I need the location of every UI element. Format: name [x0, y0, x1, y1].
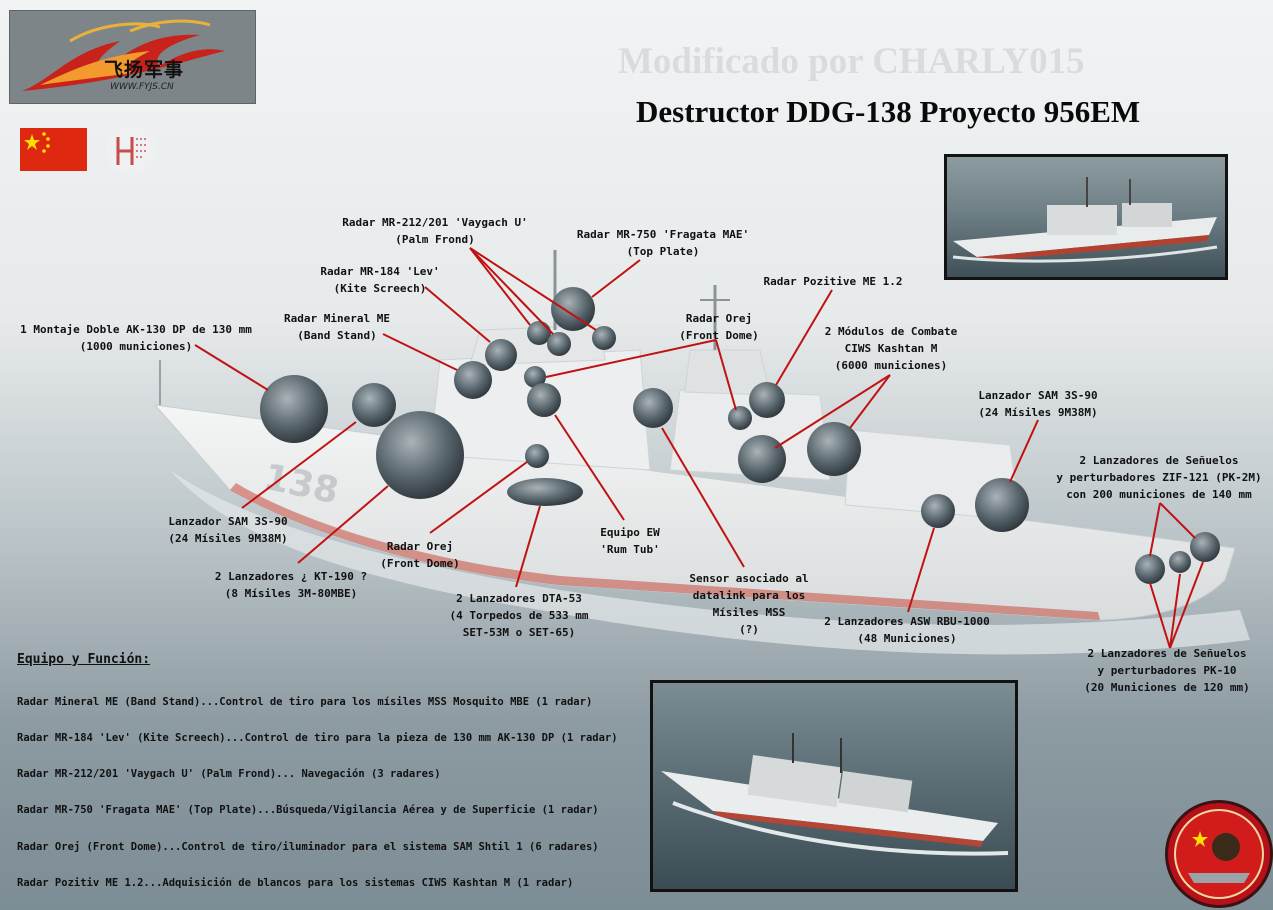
- equipment-item: Radar MR-750 'Fragata MAE' (Top Plate)..…: [17, 804, 599, 816]
- equipment-item: Radar Orej (Front Dome)...Control de tir…: [17, 841, 599, 853]
- detail-circles: [260, 287, 1220, 584]
- callout-ak130: 1 Montaje Doble AK-130 DP de 130 mm(1000…: [20, 323, 252, 353]
- callout-kt190: 2 Lanzadores ¿ KT-190 ?(8 Mísiles 3M-80M…: [214, 570, 368, 600]
- callout-pozitive: Radar Pozitive ME 1.2: [763, 275, 903, 288]
- mr750-detail-icon: [551, 287, 595, 331]
- equipment-item: Radar MR-184 'Lev' (Kite Screech)...Cont…: [17, 732, 618, 744]
- sam-fwd-detail-icon: [352, 383, 396, 427]
- callout-mr184: Radar MR-184 'Lev'(Kite Screech): [320, 265, 440, 295]
- equipment-item: Radar Pozitiv ME 1.2...Adquisición de bl…: [17, 877, 574, 889]
- orej-low-detail-icon: [525, 444, 549, 468]
- kashtan-b-detail-icon: [807, 422, 861, 476]
- callout-rbu: 2 Lanzadores ASW RBU-1000(48 Municiones): [824, 615, 990, 645]
- callout-mineral: Radar Mineral ME(Band Stand): [284, 312, 390, 342]
- destroyer-ship: 138: [153, 250, 1236, 621]
- ship-wake: [170, 470, 1250, 655]
- equipment-heading: Equipo y Función:: [17, 652, 151, 667]
- equipment-item: Radar Mineral ME (Band Stand)...Control …: [17, 696, 593, 708]
- callout-mr212: Radar MR-212/201 'Vaygach U'(Palm Frond): [342, 216, 528, 246]
- watermark: Modificado por CHARLY015: [618, 41, 1085, 82]
- kt190-detail-icon: [376, 411, 464, 499]
- site-logo: 飞扬军事 WWW.FYJS.CN: [9, 10, 256, 104]
- kashtan-a-detail-icon: [738, 435, 786, 483]
- pk10-a-detail-icon: [1135, 554, 1165, 584]
- sensor-detail-icon: [633, 388, 673, 428]
- logo-text: 飞扬军事: [104, 59, 185, 81]
- page-title: Destructor DDG-138 Proyecto 956EM: [636, 94, 1141, 129]
- callout-lines: [194, 247, 1204, 649]
- datalink-detail-icon: [527, 383, 561, 417]
- orej-aft-detail-icon: [728, 406, 752, 430]
- callout-orej-top: Radar Orej(Front Dome): [679, 312, 759, 342]
- flame-logo-icon: [22, 19, 225, 91]
- ak130-detail-icon: [260, 375, 328, 443]
- china-flag-icon: [20, 128, 87, 171]
- dta53-detail-icon: [507, 478, 583, 506]
- ch-monogram-icon: [106, 125, 156, 175]
- mr212-c-detail-icon: [592, 326, 616, 350]
- orej-top-detail-icon: [524, 366, 546, 388]
- zif121-detail-icon: [1190, 532, 1220, 562]
- navy-emblem-icon: [1165, 800, 1273, 908]
- ship-photo-top: [944, 154, 1228, 280]
- mineral-detail-icon: [454, 361, 492, 399]
- callout-sam-aft: Lanzador SAM 3S-90(24 Mísiles 9M38M): [978, 389, 1098, 419]
- callout-ew: Equipo EW'Rum Tub': [600, 526, 660, 556]
- equipment-item: Radar MR-212/201 'Vaygach U' (Palm Frond…: [17, 768, 441, 780]
- rbu-detail-icon: [921, 494, 955, 528]
- callout-mr750: Radar MR-750 'Fragata MAE'(Top Plate): [576, 228, 750, 258]
- callout-dta53: 2 Lanzadores DTA-53(4 Torpedos de 533 mm…: [449, 592, 589, 639]
- ship-photo-bottom: [650, 680, 1018, 892]
- sam-aft-detail-icon: [975, 478, 1029, 532]
- mr184-detail-icon: [485, 339, 517, 371]
- callout-sam-fwd: Lanzador SAM 3S-90(24 Mísiles 9M38M): [168, 515, 288, 545]
- logo-url: WWW.FYJS.CN: [110, 82, 174, 92]
- pozitive-detail-icon: [749, 382, 785, 418]
- mr212-b-detail-icon: [547, 332, 571, 356]
- callout-orej-low: Radar Orej(Front Dome): [380, 540, 460, 570]
- pk10-b-detail-icon: [1169, 551, 1191, 573]
